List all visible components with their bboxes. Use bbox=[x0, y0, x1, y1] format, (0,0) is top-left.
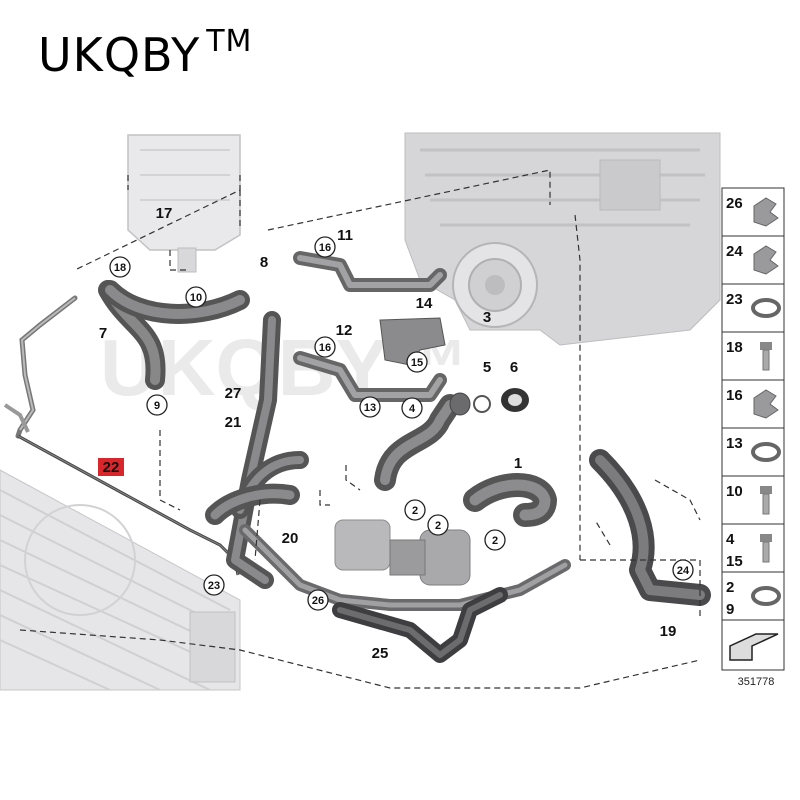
callout-circle-2b bbox=[484, 529, 506, 551]
legend-cell-26: 26 bbox=[726, 195, 779, 227]
callout-circle-16a bbox=[314, 236, 336, 258]
part-label-2: 2 bbox=[412, 505, 418, 517]
callout-circle-16b bbox=[314, 336, 336, 358]
legend-label-4: 4 bbox=[726, 531, 735, 548]
part-label-15: 15 bbox=[411, 357, 423, 369]
engine-block bbox=[404, 132, 721, 346]
part-label-16: 16 bbox=[319, 242, 331, 254]
highlight-box bbox=[98, 458, 124, 476]
part-label-6: 6 bbox=[510, 359, 518, 376]
part-label-1: 1 bbox=[514, 455, 522, 472]
part-label-2: 2 bbox=[492, 535, 498, 547]
legend-part-icon bbox=[751, 298, 781, 318]
legend-cell-24: 24 bbox=[726, 243, 779, 275]
direction-arrow-icon bbox=[729, 633, 779, 661]
part-label-9: 9 bbox=[154, 400, 160, 412]
legend-label-23: 23 bbox=[726, 291, 743, 308]
callout-circle-13 bbox=[359, 396, 381, 418]
legend-cell-10: 10 bbox=[726, 483, 772, 515]
callout-circle-2c bbox=[427, 514, 449, 536]
legend-cell-13: 13 bbox=[726, 435, 781, 462]
callout-circle-9 bbox=[146, 394, 168, 416]
legend-cell-2: 29 bbox=[726, 579, 781, 618]
legend-cell-16: 16 bbox=[726, 387, 779, 419]
part-22-label: 22 bbox=[103, 459, 120, 476]
assembly-guide-lines bbox=[19, 169, 701, 689]
legend-label-9: 9 bbox=[726, 601, 734, 618]
legend-part-icon bbox=[760, 342, 772, 371]
legend-part-icon bbox=[751, 442, 781, 462]
legend-part-icon bbox=[760, 534, 772, 563]
part-label-14: 14 bbox=[416, 295, 433, 312]
legend-label-18: 18 bbox=[726, 339, 743, 356]
callout-circle-15 bbox=[406, 351, 428, 373]
legend-part-icon bbox=[751, 586, 781, 606]
part-label-20: 20 bbox=[282, 530, 299, 547]
part-label-3: 3 bbox=[483, 309, 491, 326]
brand-name: UKQBY bbox=[38, 28, 201, 82]
part-label-18: 18 bbox=[114, 262, 126, 274]
part-label-26: 26 bbox=[312, 595, 324, 607]
part-label-13: 13 bbox=[364, 402, 376, 414]
part-label-21: 21 bbox=[225, 414, 242, 431]
bracket bbox=[379, 317, 446, 366]
gasket bbox=[449, 388, 529, 416]
part-label-23: 23 bbox=[208, 580, 220, 592]
callout-circle-10 bbox=[185, 286, 207, 308]
legend-cell-4: 415 bbox=[726, 531, 772, 570]
water-pump bbox=[334, 519, 471, 586]
part-label-8: 8 bbox=[260, 254, 268, 271]
image-number: 351778 bbox=[738, 676, 775, 688]
legend-label-16: 16 bbox=[726, 387, 743, 404]
part-label-16: 16 bbox=[319, 342, 331, 354]
legend-part-icon bbox=[753, 245, 779, 275]
part-label-27: 27 bbox=[225, 385, 242, 402]
callout-circle-2a bbox=[404, 499, 426, 521]
legend-label-26: 26 bbox=[726, 195, 743, 212]
expansion-tank bbox=[127, 134, 241, 273]
part-label-4: 4 bbox=[409, 403, 416, 415]
legend-label-24: 24 bbox=[726, 243, 743, 260]
legend-part-icon bbox=[753, 197, 779, 227]
hoses bbox=[98, 251, 711, 663]
legend-part-icon bbox=[760, 486, 772, 515]
legend-label-13: 13 bbox=[726, 435, 743, 452]
legend-part-icon bbox=[753, 389, 779, 419]
callout-circle-4 bbox=[401, 397, 423, 419]
part-label-24: 24 bbox=[677, 565, 690, 577]
callout-circle-24 bbox=[672, 559, 694, 581]
part-label-12: 12 bbox=[336, 322, 353, 339]
legend-label-2: 2 bbox=[726, 579, 734, 596]
callout-circle-23 bbox=[203, 574, 225, 596]
callout-circle-26 bbox=[307, 589, 329, 611]
part-label-5: 5 bbox=[483, 359, 491, 376]
callout-circle-18 bbox=[109, 256, 131, 278]
part-label-7: 7 bbox=[99, 325, 107, 342]
brand-trademark: TM bbox=[206, 24, 253, 59]
part-label-2: 2 bbox=[435, 520, 441, 532]
part-label-17: 17 bbox=[156, 205, 173, 222]
legend-cell-18: 18 bbox=[726, 339, 772, 371]
part-label-25: 25 bbox=[372, 645, 389, 662]
legend-label-15: 15 bbox=[726, 553, 743, 570]
part-label-11: 11 bbox=[337, 227, 353, 244]
part-label-10: 10 bbox=[190, 292, 202, 304]
legend-label-10: 10 bbox=[726, 483, 743, 500]
legend-cell-23: 23 bbox=[726, 291, 781, 318]
part-label-19: 19 bbox=[660, 623, 677, 640]
